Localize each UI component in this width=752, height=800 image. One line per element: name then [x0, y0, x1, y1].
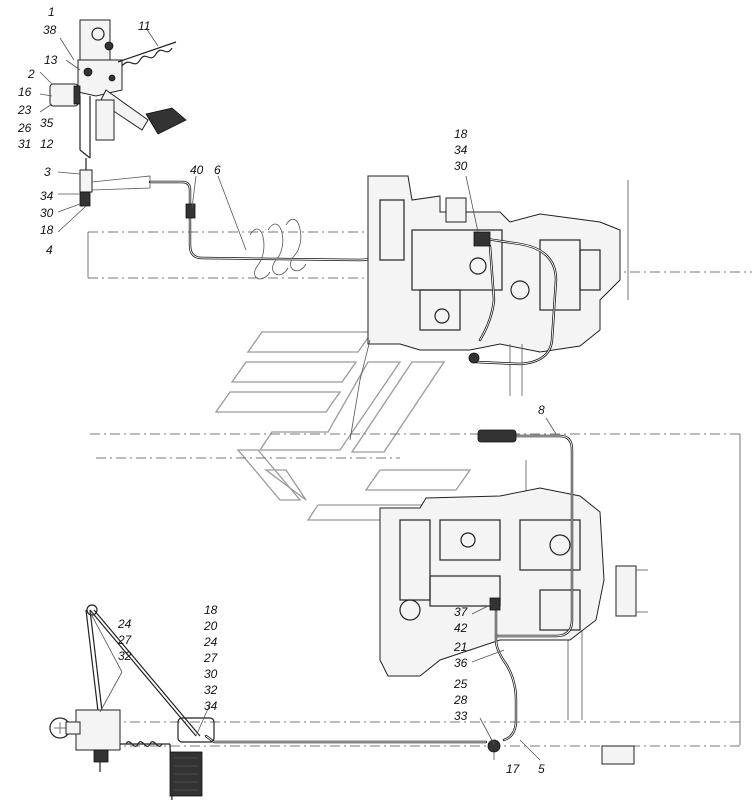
- label-16: 16: [18, 85, 32, 99]
- watermark-logo: [214, 331, 472, 521]
- callout-labels: 1 38 11 13 2 16 23 35 26 31 12 3 34 30 1…: [17, 5, 545, 776]
- leader-lines: [39, 27, 557, 761]
- upper-pedal-assembly: [49, 19, 187, 207]
- label-35: 35: [40, 116, 54, 130]
- label-30-upper: 30: [40, 206, 54, 220]
- label-25: 25: [453, 677, 468, 691]
- label-5: 5: [538, 762, 545, 776]
- upper-return-pipe: [445, 197, 558, 366]
- label-12: 12: [40, 137, 54, 151]
- label-40: 40: [190, 163, 204, 177]
- label-11: 11: [138, 19, 150, 33]
- label-20: 20: [203, 619, 218, 633]
- label-24-right: 24: [203, 635, 218, 649]
- label-3: 3: [44, 165, 51, 179]
- label-13: 13: [44, 53, 58, 67]
- label-27-right: 27: [203, 651, 219, 665]
- label-34-lower: 34: [204, 699, 218, 713]
- label-38: 38: [43, 23, 57, 37]
- label-27-left: 27: [117, 633, 133, 647]
- lower-pedal-assembly: [49, 604, 635, 800]
- label-18-mid: 18: [454, 127, 468, 141]
- label-18-lower: 18: [204, 603, 218, 617]
- label-31: 31: [18, 137, 31, 151]
- label-4: 4: [46, 243, 53, 257]
- label-26: 26: [17, 121, 32, 135]
- label-37: 37: [454, 605, 469, 619]
- label-8: 8: [538, 403, 545, 417]
- label-23: 23: [17, 103, 32, 117]
- label-36: 36: [454, 656, 468, 670]
- label-30-lower: 30: [204, 667, 218, 681]
- label-24-left: 24: [117, 617, 132, 631]
- label-32-right: 32: [204, 683, 218, 697]
- label-42: 42: [454, 621, 468, 635]
- lower-gearbox: [379, 487, 648, 677]
- label-34-upper: 34: [40, 189, 54, 203]
- label-17: 17: [506, 762, 521, 776]
- label-34-mid: 34: [454, 143, 468, 157]
- label-18-upper: 18: [40, 223, 54, 237]
- lower-clutch-pipe: [477, 429, 574, 760]
- label-21: 21: [453, 640, 467, 654]
- label-33: 33: [454, 709, 468, 723]
- upper-gearbox: [349, 175, 629, 441]
- label-6: 6: [214, 163, 221, 177]
- label-28: 28: [453, 693, 468, 707]
- label-1: 1: [48, 5, 55, 19]
- label-32-left: 32: [118, 649, 132, 663]
- lower-pedal-line: [204, 734, 488, 744]
- label-2: 2: [27, 67, 35, 81]
- label-30-mid: 30: [454, 159, 468, 173]
